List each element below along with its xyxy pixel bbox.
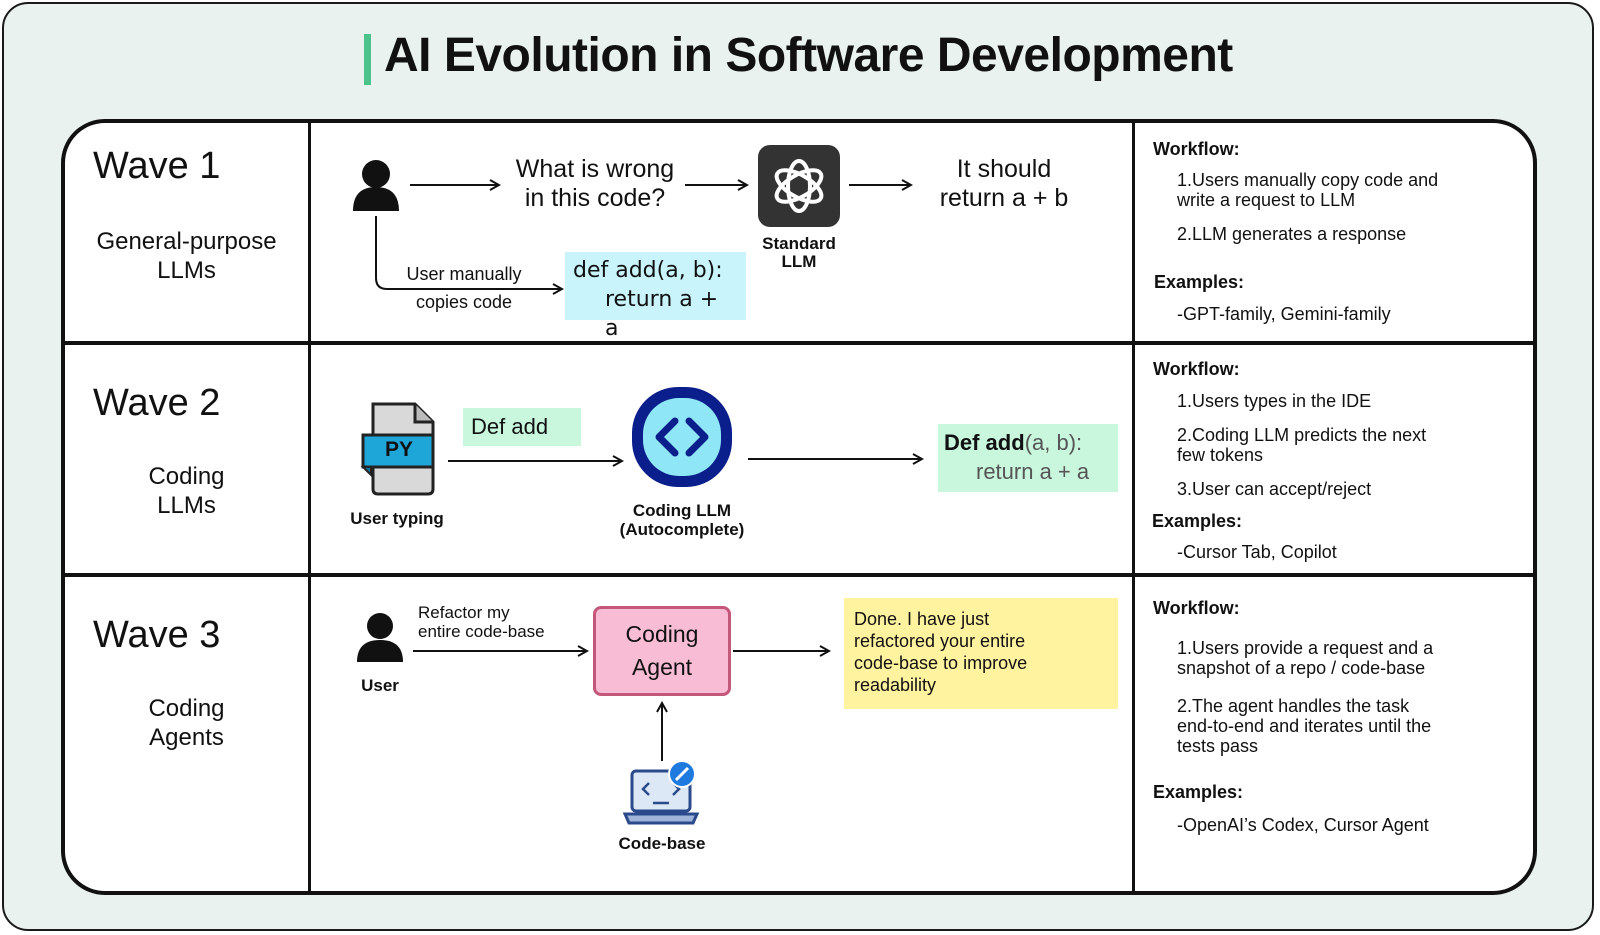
coding-agent-box: Coding Agent — [593, 606, 731, 696]
refactor-request-line: Refactor my — [418, 603, 510, 622]
coding-llm-label-line: (Autocomplete) — [619, 520, 745, 539]
code-snippet: def add(a, b): return a + a — [565, 252, 746, 341]
coding-llm-label-line: Coding LLM — [632, 501, 732, 520]
title-accent-bar — [364, 34, 371, 85]
workflow-step-line: write a request to LLM — [1177, 190, 1356, 210]
column-divider — [1132, 123, 1135, 891]
diagram-overlay — [353, 145, 1537, 825]
result-line: code-base to improve — [854, 653, 1028, 673]
result-line: Done. I have just — [854, 609, 990, 629]
copy-label: User manually copies code — [391, 260, 537, 316]
user-question: What is wrong in this code? — [497, 155, 693, 213]
workflow-step: 1.Users provide a request and a snapshot… — [1177, 638, 1433, 678]
workflow-step: 1.Users manually copy code and write a r… — [1177, 170, 1438, 210]
wave-2-subtitle-line: Coding — [148, 463, 225, 490]
workflow-step-line: 1.Users provide a request and a — [1177, 638, 1434, 658]
wave-1-subtitle-line: LLMs — [157, 257, 216, 284]
examples-text: -Cursor Tab, Copilot — [1177, 542, 1337, 562]
workflow-step: 3.User can accept/reject — [1177, 479, 1371, 499]
examples-label: Examples: — [1154, 272, 1245, 292]
code-line: return a + a — [605, 287, 719, 341]
examples-label: Examples: — [1152, 511, 1243, 531]
wave-3-subtitle-line: Coding — [148, 695, 225, 722]
workflow-step-line: end-to-end and iterates until the — [1177, 716, 1432, 736]
workflow-label: Workflow: — [1153, 598, 1240, 618]
workflow-step-line: 3.User can accept/reject — [1177, 479, 1372, 499]
completion-line-2: return a + a — [976, 459, 1090, 484]
workflow-step-line: 1.Users manually copy code and — [1177, 170, 1439, 190]
llm-answer-line: It should — [956, 155, 1052, 183]
refactor-request-line: entire code-base — [418, 622, 545, 641]
wave-3-title: Wave 3 — [93, 614, 221, 656]
workflow-step-line: snapshot of a repo / code-base — [1177, 658, 1426, 678]
code-line: def add(a, b): — [573, 258, 723, 283]
workflow-step-line: few tokens — [1177, 445, 1264, 465]
standard-llm-label: Standard LLM — [749, 235, 849, 271]
user-question-line: in this code? — [524, 184, 666, 212]
coding-agent-label: Coding — [625, 621, 699, 647]
autocomplete-suggestion: Def add(a, b): return a + a — [938, 424, 1118, 492]
waves-table: Wave 1 General-purpose LLMs — [61, 119, 1537, 895]
result-line: readability — [854, 675, 937, 695]
examples-label: Examples: — [1153, 782, 1244, 802]
standard-llm-label-line: Standard — [762, 234, 836, 253]
user-icon — [353, 160, 399, 211]
row-divider — [65, 573, 1533, 577]
column-divider — [308, 123, 311, 891]
llm-answer: It should return a + b — [921, 155, 1087, 213]
wave-1-subtitle-line: General-purpose — [96, 228, 277, 255]
workflow-step-line: 2.The agent handles the task — [1177, 696, 1410, 716]
wave-3-subtitle: Coding Agents — [65, 694, 308, 752]
user-icon — [357, 613, 403, 662]
workflow-step: 1.Users types in the IDE — [1177, 391, 1371, 411]
workflow-step-line: 1.Users types in the IDE — [1177, 391, 1372, 411]
wave-3-subtitle-line: Agents — [149, 724, 224, 751]
copy-label-line: copies code — [415, 292, 513, 312]
standard-llm-label-line: LLM — [781, 252, 817, 271]
user-typing-label: User typing — [350, 509, 444, 528]
workflow-label: Workflow: — [1153, 139, 1240, 159]
workflow-step-line: 2.Coding LLM predicts the next — [1177, 425, 1427, 445]
wave-1-subtitle: General-purpose LLMs — [65, 227, 308, 285]
typed-code: Def add — [463, 408, 581, 446]
workflow-label: Workflow: — [1153, 359, 1240, 379]
arrow — [375, 216, 562, 289]
wave-2-subtitle: Coding LLMs — [65, 462, 308, 520]
typed-text: Def add — [944, 430, 1025, 455]
wave-1-title: Wave 1 — [93, 145, 221, 187]
refactor-request: Refactor my entire code-base — [418, 603, 545, 641]
examples-text: -GPT-family, Gemini-family — [1177, 304, 1391, 324]
row-divider — [65, 341, 1533, 345]
codebase-label: Code-base — [618, 834, 706, 853]
llm-answer-line: return a + b — [939, 184, 1069, 212]
wave-2-subtitle-line: LLMs — [157, 492, 216, 519]
suggested-text: (a, b): — [1024, 430, 1083, 455]
workflow-step: 2.The agent handles the task end-to-end … — [1177, 696, 1431, 756]
page-title: AI Evolution in Software Development — [384, 29, 1233, 82]
workflow-step-line: tests pass — [1177, 736, 1259, 756]
edit-badge-icon — [668, 760, 696, 788]
user-label: User — [361, 676, 399, 695]
result-line: refactored your entire — [854, 631, 1026, 651]
openai-logo-icon — [758, 145, 840, 227]
coding-llm-label: Coding LLM (Autocomplete) — [597, 501, 767, 539]
user-question-line: What is wrong — [515, 155, 675, 183]
py-file-label: PY — [384, 438, 413, 461]
coding-agent-label: Agent — [631, 654, 693, 680]
workflow-step: 2.Coding LLM predicts the next few token… — [1177, 425, 1426, 465]
python-file-icon — [360, 402, 435, 496]
workflow-step: 2.LLM generates a response — [1177, 224, 1406, 244]
completion-line-1: Def add(a, b): — [944, 428, 1112, 457]
copy-label-line: User manually — [406, 264, 522, 284]
examples-text: -OpenAI’s Codex, Cursor Agent — [1177, 815, 1429, 835]
workflow-step-line: 2.LLM generates a response — [1177, 224, 1407, 244]
wave-2-title: Wave 2 — [93, 382, 221, 424]
code-brackets-icon — [632, 387, 732, 487]
agent-result-note: Done. I have just refactored your entire… — [844, 598, 1118, 709]
